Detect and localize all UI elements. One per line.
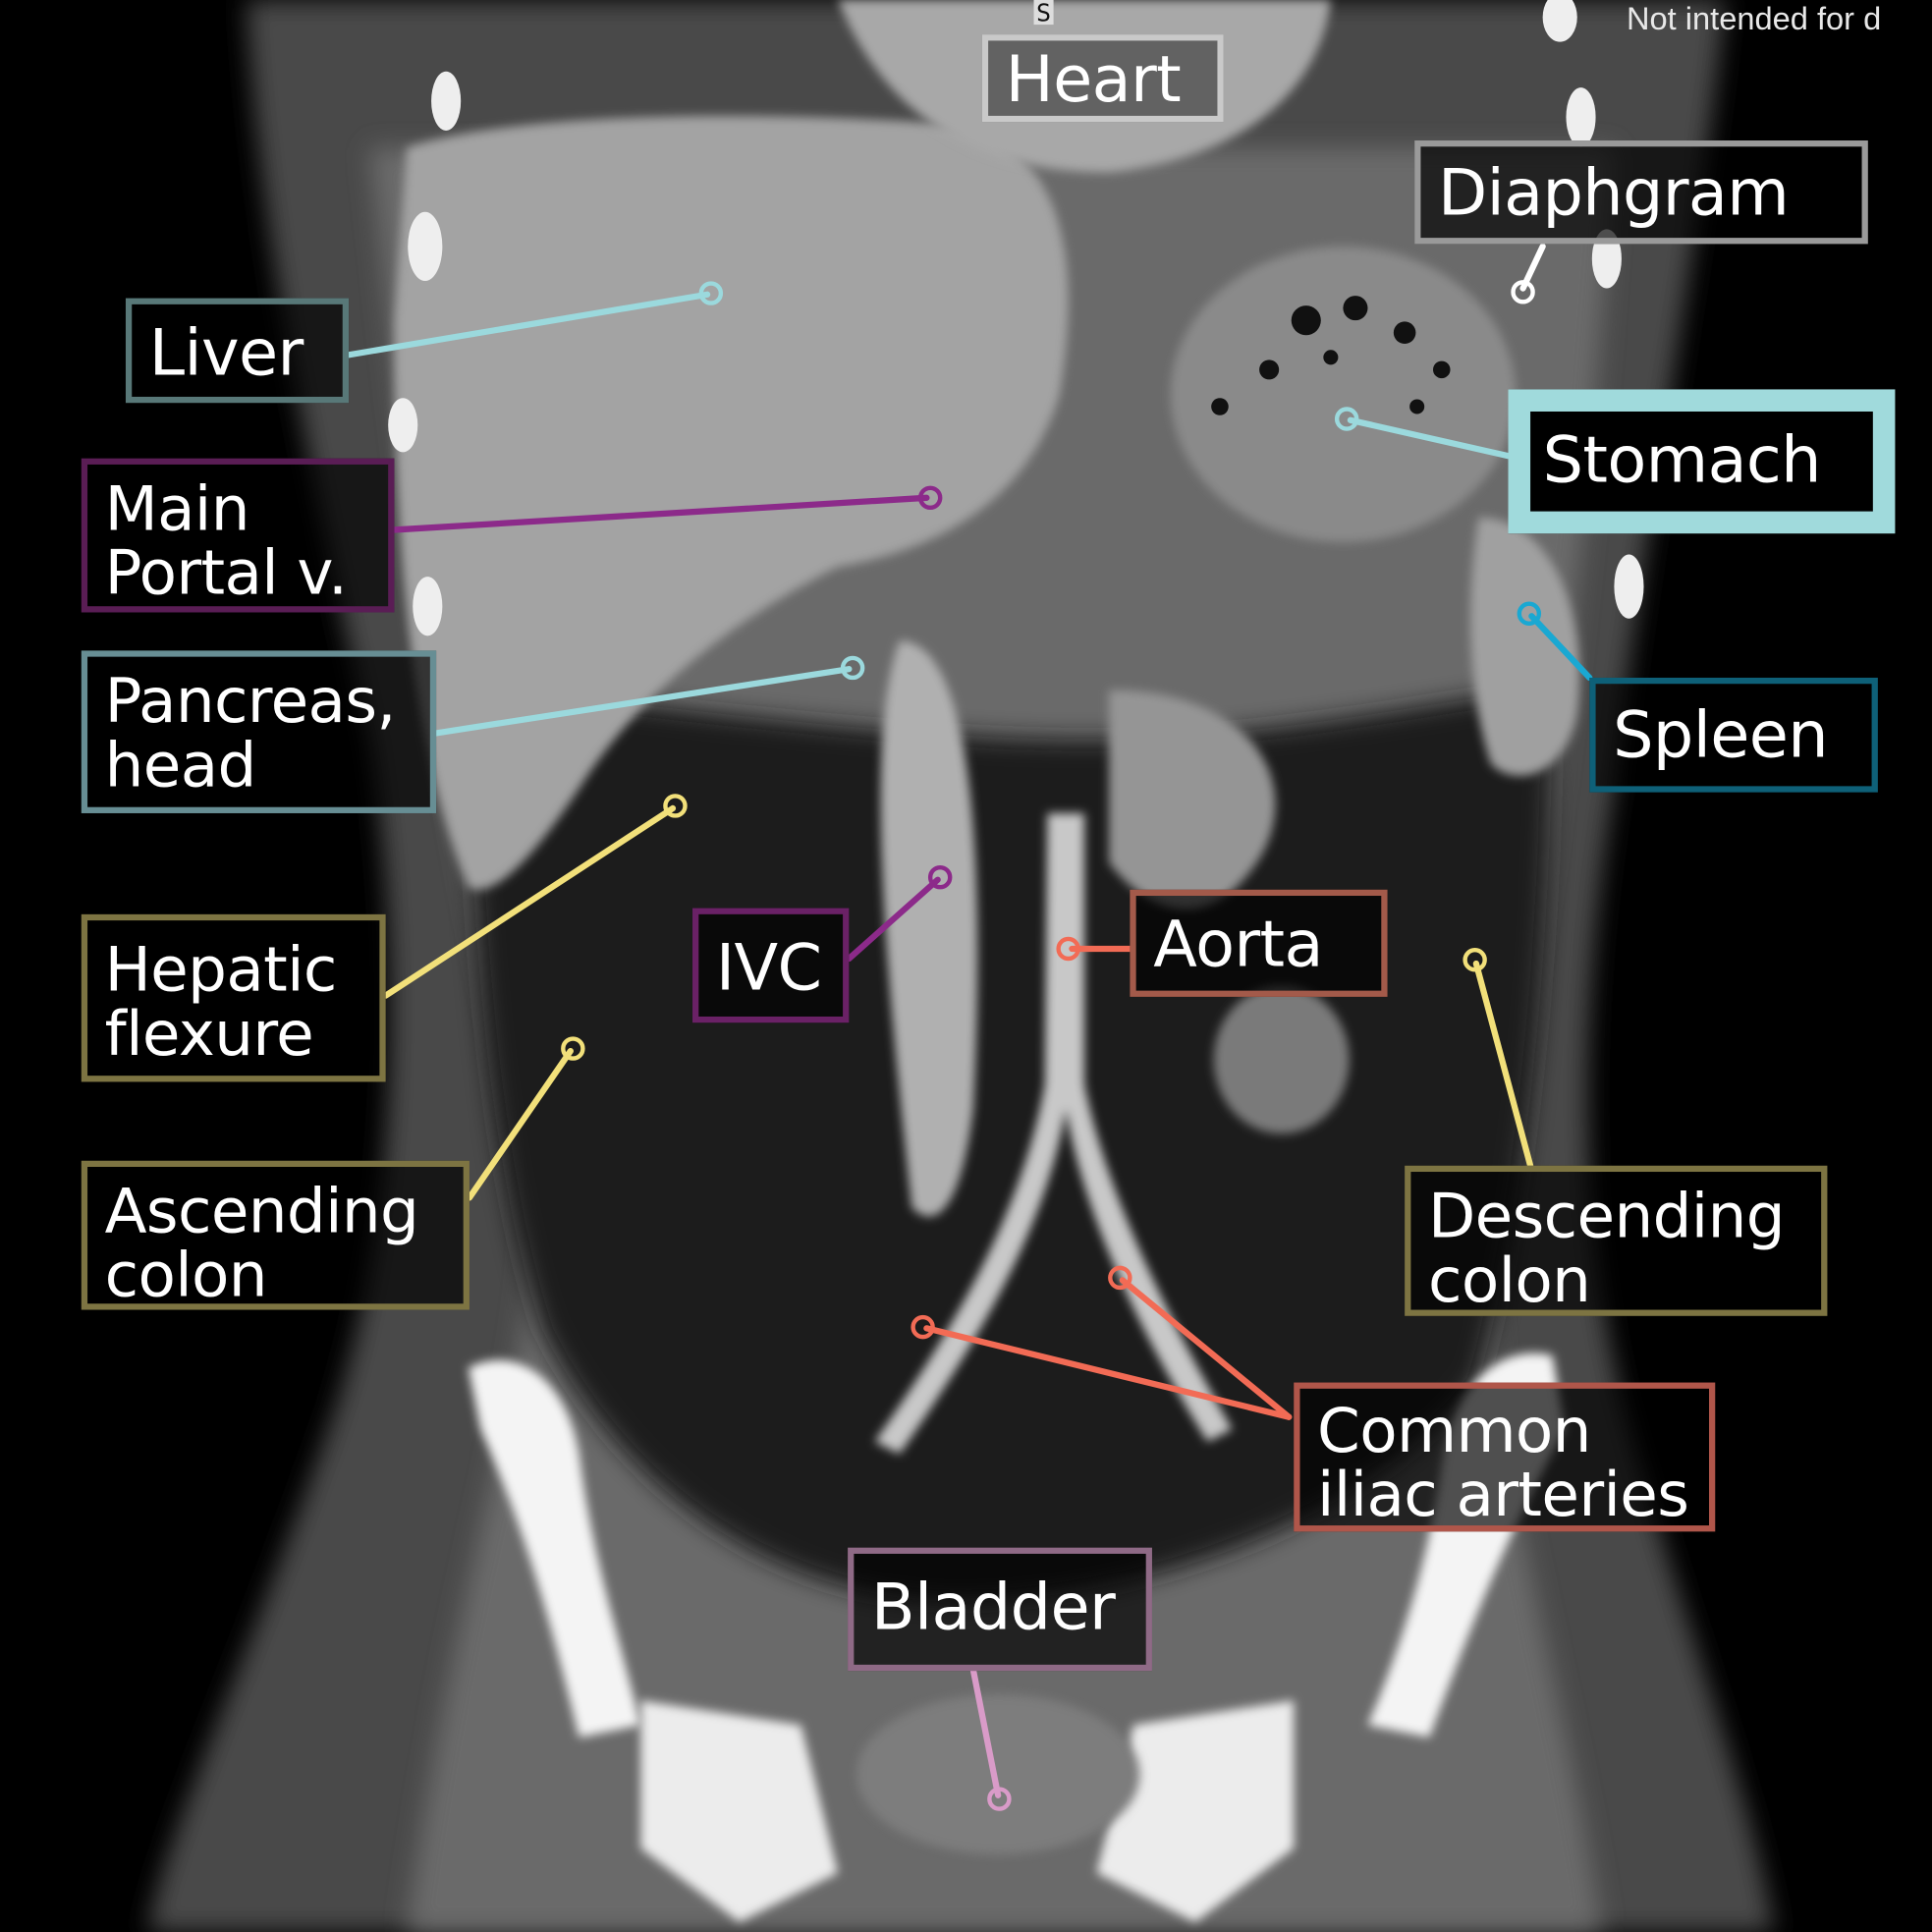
label-pancreas-head: Pancreas, head	[81, 650, 437, 813]
leader-aorta	[1056, 936, 1133, 962]
label-common-iliac-arteries: Common iliac arteries	[1294, 1382, 1716, 1532]
label-heart: Heart	[981, 34, 1224, 123]
watermark-text: Not intended for d	[1626, 0, 1882, 37]
leader-pancreas-head	[432, 655, 865, 737]
label-main-portal-vein: Main Portal v.	[81, 458, 395, 613]
leader-hepatic-flexure	[382, 794, 688, 999]
leader-common-iliac-left	[1108, 1265, 1293, 1420]
orientation-marker: S	[1033, 0, 1054, 25]
leader-liver	[345, 281, 724, 359]
label-liver: Liver	[125, 298, 350, 404]
label-aorta: Aorta	[1130, 889, 1388, 997]
label-descending-colon: Descending colon	[1405, 1165, 1828, 1316]
leader-ascending-colon	[466, 1036, 585, 1201]
leader-descending-colon	[1463, 948, 1534, 1169]
label-ascending-colon: Ascending colon	[81, 1160, 469, 1310]
label-stomach: Stomach	[1508, 389, 1896, 534]
label-hepatic-flexure: Hepatic flexure	[81, 913, 386, 1082]
leader-bladder	[969, 1667, 1012, 1811]
label-ivc: IVC	[692, 908, 850, 1023]
leader-main-portal-vein	[391, 485, 943, 533]
leader-ivc	[846, 864, 953, 963]
leader-stomach	[1334, 407, 1512, 460]
leader-spleen	[1517, 601, 1593, 682]
label-bladder: Bladder	[848, 1547, 1152, 1672]
label-spleen: Spleen	[1589, 677, 1878, 793]
leader-diaphragm	[1511, 243, 1546, 304]
label-diaphragm: Diaphgram	[1414, 140, 1868, 245]
leader-common-iliac-right	[911, 1314, 1293, 1420]
